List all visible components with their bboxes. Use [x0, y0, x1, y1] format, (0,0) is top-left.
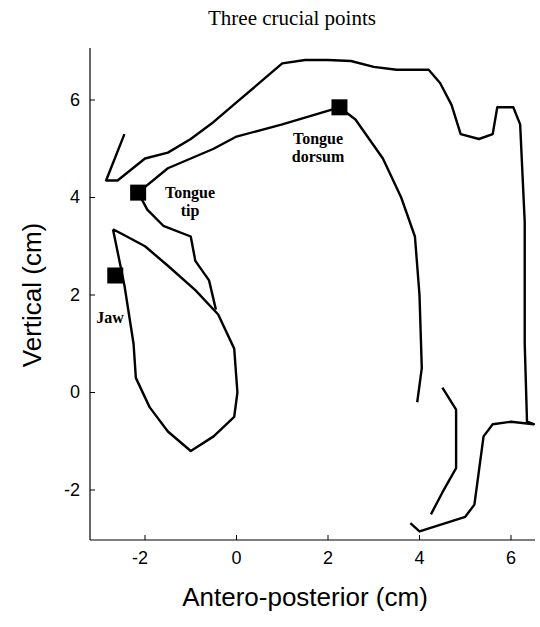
tick-label: 4 [70, 187, 80, 208]
point-marker [107, 268, 123, 284]
x-tick [419, 535, 420, 540]
tick-label: 2 [70, 285, 80, 306]
tick-label: 2 [323, 548, 333, 569]
tick-label: 0 [70, 382, 80, 403]
epiglottis-contour [431, 388, 456, 515]
y-tick [90, 392, 95, 393]
tick-label: 4 [414, 548, 424, 569]
axis-title: Vertical (cm) [18, 223, 48, 367]
jaw-contour [113, 229, 237, 451]
x-tick [511, 535, 512, 540]
tick-label: -2 [64, 480, 80, 501]
x-tick [236, 535, 237, 540]
point-label: Jaw [96, 309, 124, 327]
tick-label: 0 [231, 548, 241, 569]
palate-contour [106, 60, 534, 531]
point-marker [130, 185, 146, 201]
axis-title: Antero-posterior (cm) [182, 583, 428, 613]
y-tick [90, 100, 95, 101]
y-tick [90, 197, 95, 198]
tick-label: 6 [70, 90, 80, 111]
x-tick [145, 535, 146, 540]
x-axis [90, 539, 535, 540]
point-label: Tongue dorsum [292, 130, 344, 167]
y-tick [90, 490, 95, 491]
point-marker [331, 99, 347, 115]
point-label: Tongue tip [165, 184, 215, 221]
tick-label: 6 [506, 548, 516, 569]
y-axis [89, 48, 90, 540]
tongue-contour [138, 107, 422, 402]
chart-title: Three crucial points [208, 6, 376, 30]
y-tick [90, 295, 95, 296]
x-tick [328, 535, 329, 540]
tick-label: -2 [132, 548, 148, 569]
